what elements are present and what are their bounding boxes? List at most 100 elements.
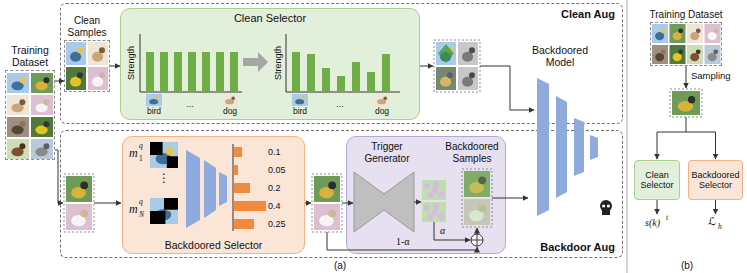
strength-bar: [367, 72, 375, 92]
thumbnail-image: [464, 171, 490, 197]
strength-bar: [352, 62, 360, 92]
skull-icon: [602, 209, 610, 215]
thumbnail-image: [652, 24, 668, 43]
generator-box: Trigger GeneratorBackdoored Samples: [346, 136, 506, 254]
thumbnail-image: [43, 99, 49, 105]
thumbnail-image: [314, 204, 340, 230]
trigger-pattern: [427, 192, 433, 198]
flow-arrow: [657, 132, 658, 159]
selector-box: Clean Selector: [634, 160, 680, 200]
thumbnail-image: [88, 67, 108, 90]
math-subscript: h: [718, 223, 722, 231]
thumbnail-image: [35, 147, 47, 156]
thumbnail-image: [66, 176, 92, 202]
thumbnail-image: [66, 42, 86, 65]
image-frame: [312, 174, 342, 232]
math-subscript: N: [139, 211, 144, 219]
thumbnail-image: [678, 49, 683, 54]
strength-bar: [337, 76, 345, 92]
weight-bar: [234, 183, 250, 193]
class-label: dog: [223, 107, 237, 116]
thumbnail-image: [66, 204, 92, 230]
thumbnail-image: [7, 73, 29, 93]
masked-image: [150, 211, 165, 224]
transition-arrow: [243, 52, 268, 72]
thumbnail-image: [99, 47, 105, 53]
thumbnail-image: [11, 81, 23, 90]
thumbnail-image: [80, 209, 88, 217]
masked-image: [150, 142, 163, 155]
group-heading: Training Dataset: [639, 9, 734, 21]
axis-label: Strength: [274, 46, 283, 80]
thumbnail-image: [66, 42, 86, 65]
trigger-pattern: [424, 183, 430, 189]
skull-icon: [600, 200, 612, 215]
image-frame: [670, 89, 702, 117]
math-superscript: q: [139, 142, 143, 150]
thumbnail-image: [66, 67, 86, 90]
image-group: Training Dataset: [650, 22, 722, 66]
weight-bar: [234, 165, 238, 175]
panel-label: (b): [681, 261, 693, 271]
thumbnail-image: [661, 49, 666, 54]
thumbnail-image: [469, 182, 484, 193]
image-frame: [434, 40, 480, 92]
masked-image: [150, 142, 178, 168]
strength-bar: [216, 52, 224, 92]
thumbnail-image: [447, 47, 453, 53]
thumbnail-image: [31, 117, 53, 137]
thumbnail-image: [688, 96, 695, 103]
thumbnail-image: [670, 24, 686, 43]
thumbnail-image: [77, 72, 83, 78]
class-icon: [377, 99, 386, 104]
trigger-pattern: [433, 203, 439, 209]
math-symbol: m: [129, 147, 138, 159]
thumbnail-image: [440, 77, 451, 87]
flow-arrow: [414, 202, 421, 203]
strength-bar: [174, 52, 182, 92]
thumbnail-image: [43, 77, 49, 83]
masked-image: [150, 198, 178, 224]
thumbnail-image: [70, 52, 81, 62]
trigger-pattern: [427, 214, 433, 220]
thumbnail-image: [7, 139, 29, 159]
flow-arrow: [55, 150, 63, 203]
skull-icon: [607, 204, 610, 207]
model-title: Backdoored Model: [528, 44, 592, 68]
class-icon: [225, 99, 234, 104]
bar-value: 0.4: [268, 202, 281, 211]
thumbnail-image: [19, 99, 25, 105]
thumbnail-image: [11, 147, 23, 156]
strength-bar: [160, 52, 168, 92]
box-title: Clean Selector: [121, 12, 419, 25]
thumbnail-image: [440, 52, 451, 62]
flow-arrow: [492, 198, 506, 199]
thumbnail-image: [328, 209, 336, 217]
thumbnail-image: [7, 139, 29, 159]
masked-image: [167, 156, 178, 168]
thumbnail-image: [478, 176, 486, 184]
class-label: bird: [147, 107, 161, 116]
thumbnail-image: [705, 45, 721, 64]
thumbnail-image: [670, 45, 686, 64]
thumbnail-image: [66, 176, 92, 202]
thumbnail-image: [31, 139, 53, 159]
trigger-pattern: [433, 181, 439, 187]
thumbnail-image: [7, 117, 29, 137]
thumbnail-image: [652, 45, 668, 64]
selector-box: Backdoored Selector: [688, 160, 743, 200]
thumbnail-image: [687, 24, 703, 43]
model-layer: [556, 96, 567, 198]
bar-value: 0.25: [268, 220, 286, 229]
thumbnail-image: [690, 53, 699, 61]
flow-arrow: [342, 203, 353, 204]
image-frame: [64, 174, 94, 232]
thumbnail-image: [687, 45, 703, 64]
samples-heading: Backdoored Samples: [441, 141, 503, 164]
thumbnail-image: [19, 121, 25, 127]
region-title: Clean Aug: [561, 8, 615, 21]
bar-value: 0.05: [268, 166, 286, 175]
trigger-pattern: [424, 205, 430, 211]
thumbnail-image: [71, 215, 86, 226]
